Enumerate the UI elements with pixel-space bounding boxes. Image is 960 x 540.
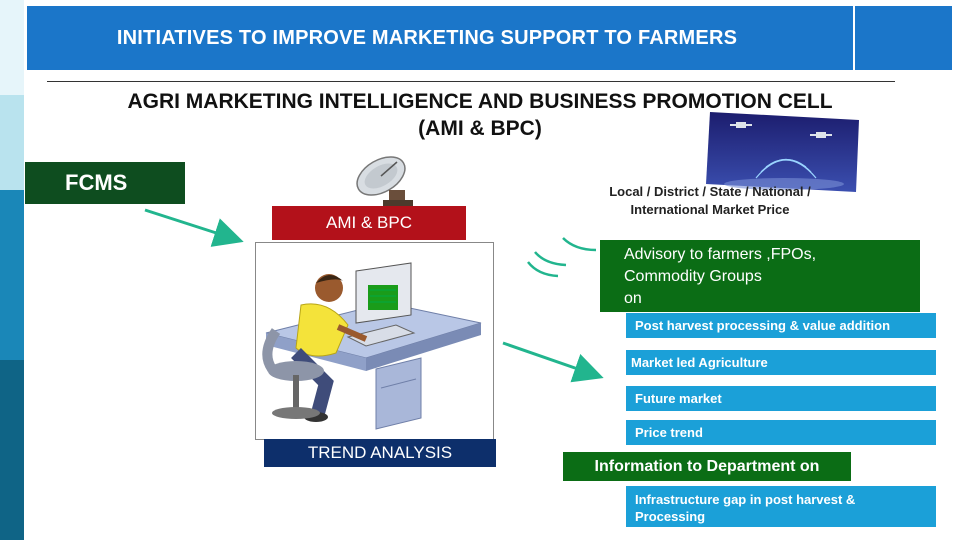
topic-future-market: Future market	[626, 386, 936, 411]
fcms-arrow	[144, 208, 244, 247]
satellite-dish-icon	[345, 150, 423, 208]
advisory-line3: on	[624, 290, 642, 307]
advisory-box: Advisory to farmers ,FPOs, Commodity Gro…	[600, 240, 920, 312]
section-title-line2: (AMI & BPC)	[418, 117, 542, 140]
signal-waves-icon	[527, 237, 597, 278]
market-price-line1: Local / District / State / National /	[609, 184, 811, 199]
infra-line2: Processing	[635, 509, 706, 524]
left-stripe-2	[0, 95, 24, 190]
analyst-at-computer-image	[262, 262, 482, 430]
market-price-line2: International Market Price	[630, 202, 790, 217]
left-stripe-1	[0, 0, 24, 95]
topic-market-led: Market led Agriculture	[626, 350, 936, 375]
section-title-line1: AGRI MARKETING INTELLIGENCE AND BUSINESS…	[127, 90, 833, 113]
satellite-network-image	[706, 112, 859, 192]
topic-post-harvest: Post harvest processing & value addition	[626, 313, 936, 338]
fcms-box: FCMS	[25, 162, 185, 204]
topic-price-trend: Price trend	[626, 420, 936, 445]
header-bar	[27, 6, 950, 70]
information-box: Information to Department on	[563, 452, 851, 481]
advisory-line2: Commodity Groups	[624, 268, 762, 285]
section-title: AGRI MARKETING INTELLIGENCE AND BUSINESS…	[40, 88, 920, 142]
advisory-line1: Advisory to farmers ,FPOs,	[624, 246, 817, 263]
topic-infrastructure-gap: Infrastructure gap in post harvest & Pro…	[626, 486, 936, 527]
left-stripe-4	[0, 360, 24, 540]
market-price-label: Local / District / State / National / In…	[590, 183, 830, 219]
header-corner-box	[853, 6, 952, 70]
analyst-illustration-frame	[255, 242, 494, 440]
infra-line1: Infrastructure gap in post harvest &	[635, 492, 856, 507]
trend-arrow	[502, 341, 604, 383]
slide-title: INITIATIVES TO IMPROVE MARKETING SUPPORT…	[116, 26, 738, 49]
left-stripe-3	[0, 190, 24, 360]
title-divider	[47, 81, 895, 82]
trend-analysis-box: TREND ANALYSIS	[264, 439, 496, 467]
ami-bpc-box: AMI & BPC	[272, 206, 466, 240]
